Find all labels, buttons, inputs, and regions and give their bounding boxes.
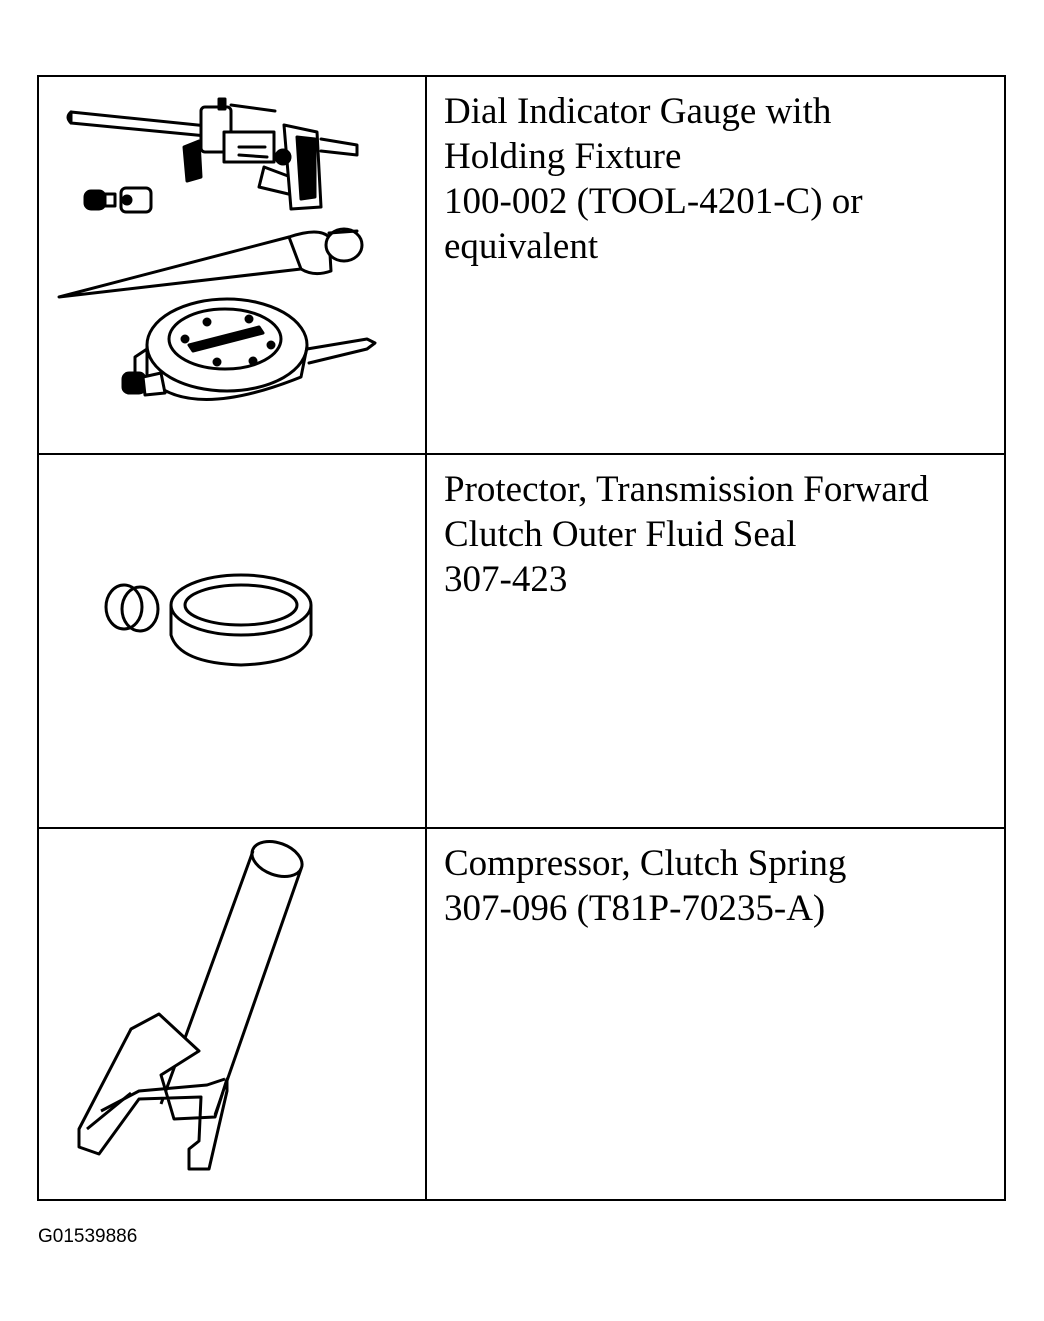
tool-description: Compressor, Clutch Spring 307-096 (T81P-…: [444, 841, 1004, 931]
description-line: 307-096 (T81P-70235-A): [444, 888, 826, 929]
figure-id: G01539886: [38, 1226, 138, 1247]
description-line: Compressor, Clutch Spring: [444, 843, 847, 884]
tool-description: Protector, Transmission Forward Clutch O…: [444, 467, 1004, 602]
description-line: 307-423: [444, 559, 568, 600]
tool-row-dial-indicator: Dial Indicator Gauge with Holding Fixtur…: [39, 77, 1004, 455]
description-line: Protector, Transmission Forward: [444, 469, 929, 510]
spring-compressor-icon: [39, 829, 425, 1201]
column-divider: [425, 829, 427, 1201]
tool-row-spring-compressor: Compressor, Clutch Spring 307-096 (T81P-…: [39, 829, 1004, 1201]
seal-protector-icon: [39, 455, 425, 827]
special-tools-table: Dial Indicator Gauge with Holding Fixtur…: [37, 75, 1006, 1201]
column-divider: [425, 77, 427, 453]
dial-indicator-gauge-icon: [39, 77, 425, 453]
description-line: Dial Indicator Gauge with: [444, 91, 832, 132]
description-line: 100-002 (TOOL-4201-C) or: [444, 181, 863, 222]
tool-row-seal-protector: Protector, Transmission Forward Clutch O…: [39, 455, 1004, 829]
tool-description: Dial Indicator Gauge with Holding Fixtur…: [444, 89, 1004, 269]
description-line: equivalent: [444, 226, 599, 267]
description-line: Clutch Outer Fluid Seal: [444, 514, 797, 555]
column-divider: [425, 455, 427, 827]
description-line: Holding Fixture: [444, 136, 682, 177]
